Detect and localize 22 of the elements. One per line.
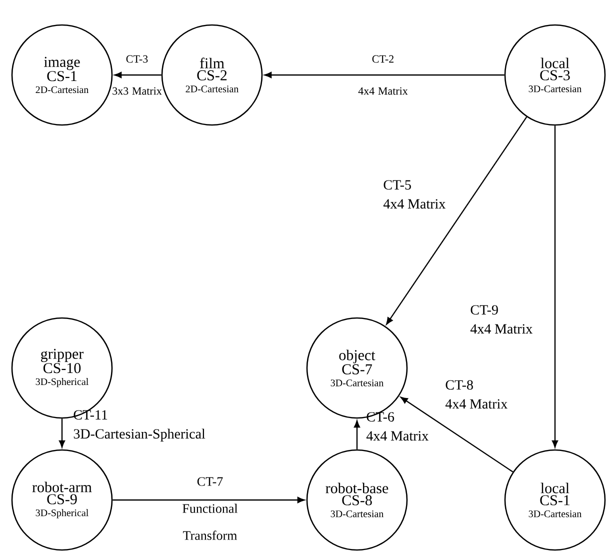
arrow (400, 396, 514, 472)
circle-node: film CS-2 2D-Cartesian (161, 24, 263, 126)
arrow (114, 72, 162, 78)
arrow (58, 418, 66, 448)
edge-label: CT-7 Functional Transform (182, 477, 238, 540)
circle-node: local CS-1 3D-Cartesian (504, 449, 606, 551)
circle-node: image CS-1 2D-Cartesian (11, 24, 113, 126)
edge-label: CT-9 4x4 Matrix (470, 305, 532, 334)
edge-label: CT-2 4x4 Matrix (358, 55, 408, 95)
arrow (112, 496, 305, 504)
arrow (354, 420, 360, 450)
edge-label: CT-5 4x4 Matrix (383, 180, 446, 209)
edge-label: CT-6 4x4 Matrix (366, 412, 428, 441)
arrow (386, 116, 528, 325)
circle-node: robot-arm CS-9 3D-Spherical (11, 449, 113, 551)
circle-node: robot-base CS-8 3D-Cartesian (306, 449, 408, 551)
arrow (264, 72, 504, 78)
edge-label: CT-3 3x3 Matrix (112, 55, 162, 95)
circle-node: local CS-3 3D-Cartesian (504, 24, 606, 126)
edge-label: CT-8 4x4 Matrix (445, 380, 508, 409)
edge-label: CT-11 3D-Cartesian-Spherical (74, 410, 206, 442)
arrow (552, 126, 558, 448)
